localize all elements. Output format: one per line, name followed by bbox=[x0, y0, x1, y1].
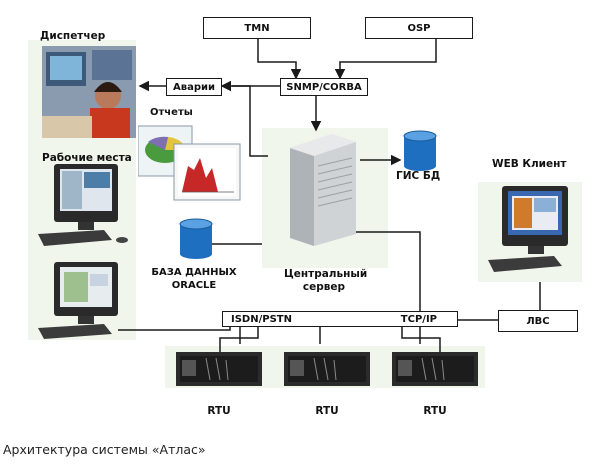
dispatcher-photo bbox=[42, 46, 136, 138]
figure-caption: Архитектура системы «Атлас» bbox=[3, 442, 206, 457]
isdn-pstn-label: ISDN/PSTN bbox=[231, 313, 292, 325]
bus-lan-connector bbox=[458, 319, 498, 321]
workstation-2-computer bbox=[38, 262, 118, 339]
tcp-ip-label: TCP/IP bbox=[400, 313, 437, 325]
dispatcher-label: Диспетчер bbox=[40, 30, 106, 42]
workstation-1-computer bbox=[38, 164, 128, 246]
oracle-db-icon bbox=[179, 218, 213, 259]
rtu-3-rack bbox=[392, 352, 478, 386]
oracle-db-label-line2: ORACLE bbox=[171, 280, 217, 291]
web-client-label: WEB Клиент bbox=[492, 158, 567, 170]
workstations-label: Рабочие места bbox=[42, 152, 132, 164]
lan-box: ЛВС bbox=[498, 310, 578, 332]
snmp-corba-box: SNMP/CORBA bbox=[280, 78, 368, 96]
isdn-pstn-tcpip-bus: ISDN/PSTN TCP/IP bbox=[222, 311, 458, 327]
reports-label: Отчеты bbox=[150, 107, 193, 118]
web-client-computer bbox=[488, 186, 568, 272]
central-server-label-line2: сервер bbox=[302, 281, 346, 293]
oracle-db-label-line1: БАЗА ДАННЫХ bbox=[151, 267, 237, 278]
rtu-2-label: RTU bbox=[315, 405, 339, 417]
architecture-diagram: TMN OSP SNMP/CORBA Аварии Диспетчер Отче… bbox=[28, 17, 582, 417]
central-server-label-line1: Центральный bbox=[284, 268, 368, 280]
reports-image bbox=[138, 125, 241, 201]
rtu-1-rack bbox=[176, 352, 262, 386]
osp-box: OSP bbox=[365, 17, 473, 39]
tmn-box: TMN bbox=[203, 17, 311, 39]
gis-db-label: ГИС БД bbox=[396, 170, 441, 182]
rtu-2-rack bbox=[284, 352, 370, 386]
central-server-image bbox=[290, 134, 356, 246]
alarms-box: Аварии bbox=[166, 78, 222, 96]
rtu-1-label: RTU bbox=[207, 405, 231, 417]
rtu-3-label: RTU bbox=[423, 405, 447, 417]
gis-db-icon bbox=[403, 130, 437, 171]
